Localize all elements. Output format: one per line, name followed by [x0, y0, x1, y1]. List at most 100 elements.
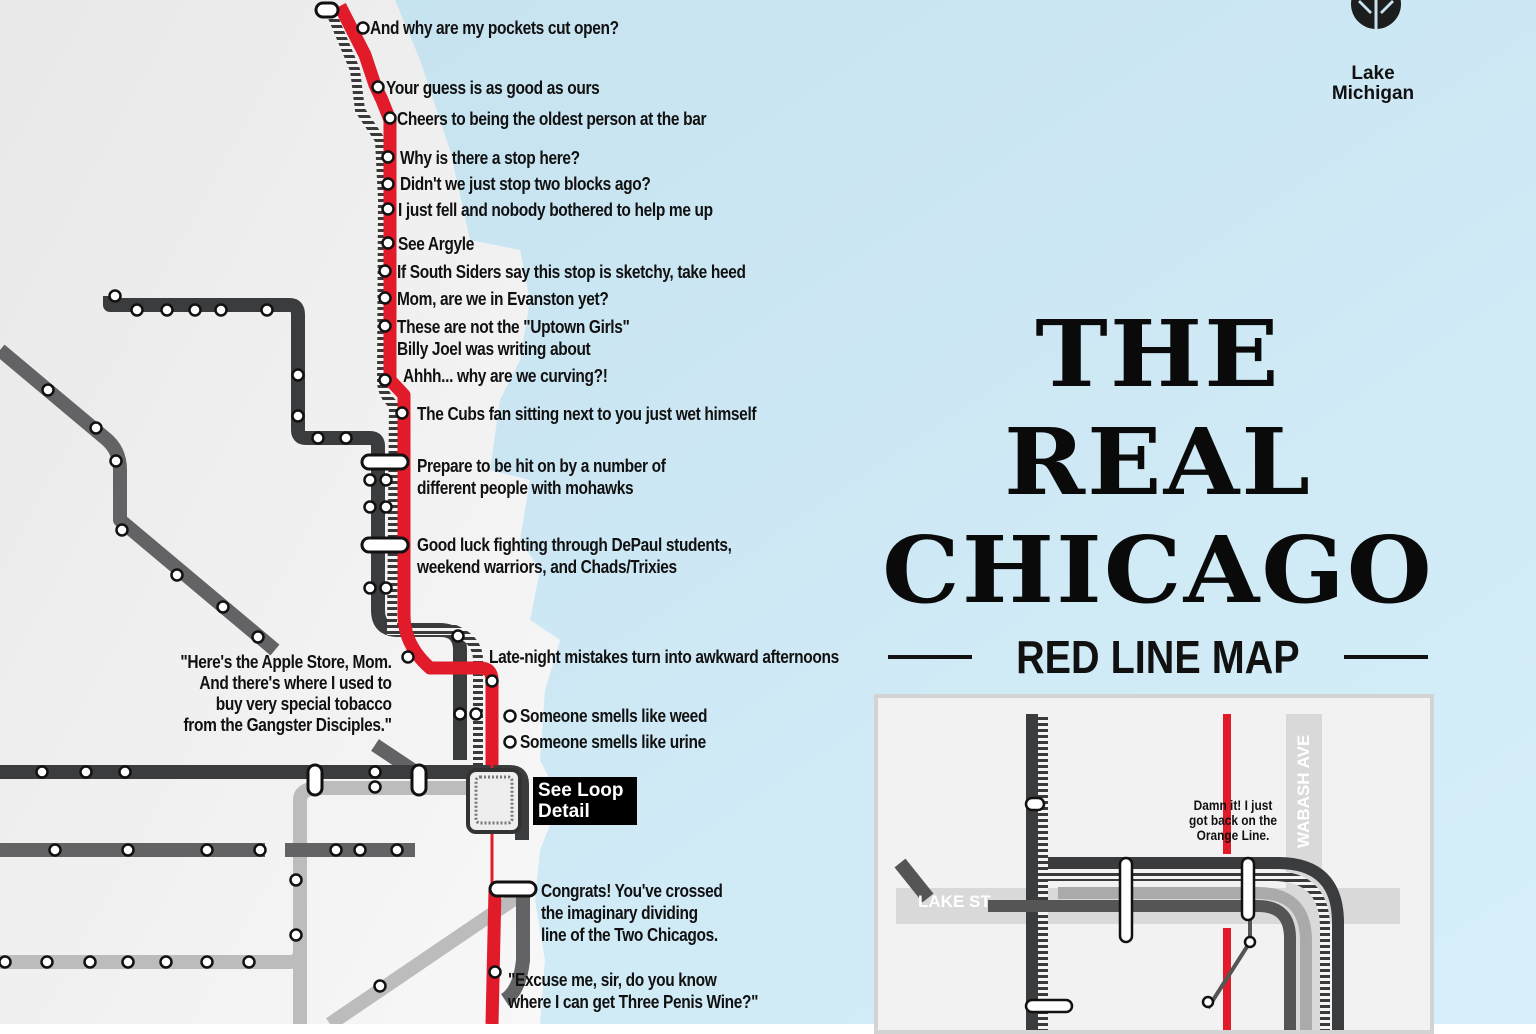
stop-label: Someone smells like urine [520, 732, 706, 752]
station-marker [289, 873, 303, 887]
transfer-stations [306, 1, 538, 898]
stop-label: I just fell and nobody bothered to help … [398, 200, 713, 220]
station-marker [200, 955, 214, 969]
stop-label: Why is there a stop here? [400, 148, 580, 168]
stop-label: Didn't we just stop two blocks ago? [400, 174, 651, 194]
see-loop-detail-button[interactable]: See Loop Detail [533, 777, 637, 825]
stop-label: And why are my pockets cut open? [370, 18, 619, 38]
station-marker [368, 780, 382, 794]
subtitle: RED LINE MAP [1016, 631, 1300, 683]
station-marker [378, 319, 392, 333]
station-marker [121, 955, 135, 969]
station-marker [378, 291, 392, 305]
loop-detail-inset: LAKE ST WABASH AVE Damn it! I just got b… [874, 694, 1434, 1034]
station-marker [378, 373, 392, 387]
subtitle-rule-right [1344, 655, 1428, 659]
station-marker [216, 600, 230, 614]
station-marker [188, 303, 202, 317]
station-marker [453, 707, 467, 721]
station-marker [200, 843, 214, 857]
title-block: THE REAL CHICAGO RED LINE MAP [882, 300, 1432, 684]
stop-label: Your guess is as good as ours [386, 78, 600, 98]
station-marker [0, 955, 12, 969]
station-marker [83, 955, 97, 969]
station-marker [363, 581, 377, 595]
station-marker [373, 979, 387, 993]
station-marker [381, 202, 395, 216]
inset-note: Damn it! I just got back on the Orange L… [1189, 797, 1277, 843]
loop-detail-map [894, 714, 1400, 1030]
title-line-2: CHICAGO [882, 516, 1434, 624]
loop-box [466, 768, 522, 834]
station-marker [170, 568, 184, 582]
station-marker [329, 843, 343, 857]
station-marker [339, 431, 353, 445]
station-marker [115, 523, 129, 537]
station-marker [381, 177, 395, 191]
station-marker [242, 955, 256, 969]
station-marker [503, 735, 517, 749]
stop-label: Prepare to be hit on by a number of diff… [417, 456, 666, 498]
station-marker [378, 264, 392, 278]
stop-label: Late-night mistakes turn into awkward af… [489, 647, 839, 667]
stop-label: See Argyle [398, 234, 475, 254]
station-marker [89, 421, 103, 435]
station-marker [121, 843, 135, 857]
wabash-ave-label: WABASH AVE [1294, 734, 1313, 848]
stop-label: Ahhh... why are we curving?! [403, 366, 608, 386]
station-marker [379, 581, 393, 595]
station-marker [395, 406, 409, 420]
subtitle-rule-left [888, 655, 972, 659]
stop-label: "Excuse me, sir, do you know where I can… [508, 970, 759, 1012]
station-marker [390, 843, 404, 857]
station-marker [451, 629, 465, 643]
station-marker [383, 111, 397, 125]
station-marker [159, 955, 173, 969]
station-marker [35, 765, 49, 779]
station-marker [260, 303, 274, 317]
lake-michigan-label: Lake Michigan [1331, 63, 1415, 104]
station-marker [130, 303, 144, 317]
station-marker [363, 500, 377, 514]
station-marker [381, 150, 395, 164]
station-marker [214, 303, 228, 317]
station-marker [160, 303, 174, 317]
stop-label: Mom, are we in Evanston yet? [397, 289, 609, 309]
station-marker [488, 965, 502, 979]
apple-store-note: "Here's the Apple Store, Mom. And there'… [180, 652, 393, 735]
station-marker [291, 368, 305, 382]
stop-label: These are not the "Uptown Girls" Billy J… [397, 317, 630, 359]
station-marker [401, 650, 415, 664]
loop-box-inner [474, 775, 514, 825]
station-marker [253, 843, 267, 857]
stop-label: Congrats! You've crossed the imaginary d… [541, 881, 723, 945]
station-marker [469, 707, 483, 721]
station-marker [108, 289, 122, 303]
stop-label: Someone smells like weed [520, 706, 708, 726]
lake-st-label: LAKE ST [918, 892, 991, 911]
station-marker [311, 431, 325, 445]
station-marker [48, 843, 62, 857]
station-marker [485, 674, 499, 688]
station-marker [353, 843, 367, 857]
station-marker [118, 765, 132, 779]
stations [0, 21, 517, 993]
station-marker [289, 928, 303, 942]
stop-label: If South Siders say this stop is sketchy… [397, 262, 746, 282]
red-line-south [485, 889, 502, 1024]
north-arrow-icon [1351, 0, 1401, 30]
station-marker [109, 454, 123, 468]
station-marker [291, 409, 305, 423]
station-marker [371, 80, 385, 94]
station-marker [79, 765, 93, 779]
station-marker [503, 709, 517, 723]
station-marker [40, 955, 54, 969]
stop-label: Cheers to being the oldest person at the… [397, 109, 707, 129]
station-marker [379, 473, 393, 487]
subtitle-row: RED LINE MAP [888, 630, 1428, 684]
title-line-1: THE REAL [1003, 300, 1313, 516]
station-marker [381, 236, 395, 250]
station-marker [363, 473, 377, 487]
stop-label: The Cubs fan sitting next to you just we… [417, 404, 757, 424]
